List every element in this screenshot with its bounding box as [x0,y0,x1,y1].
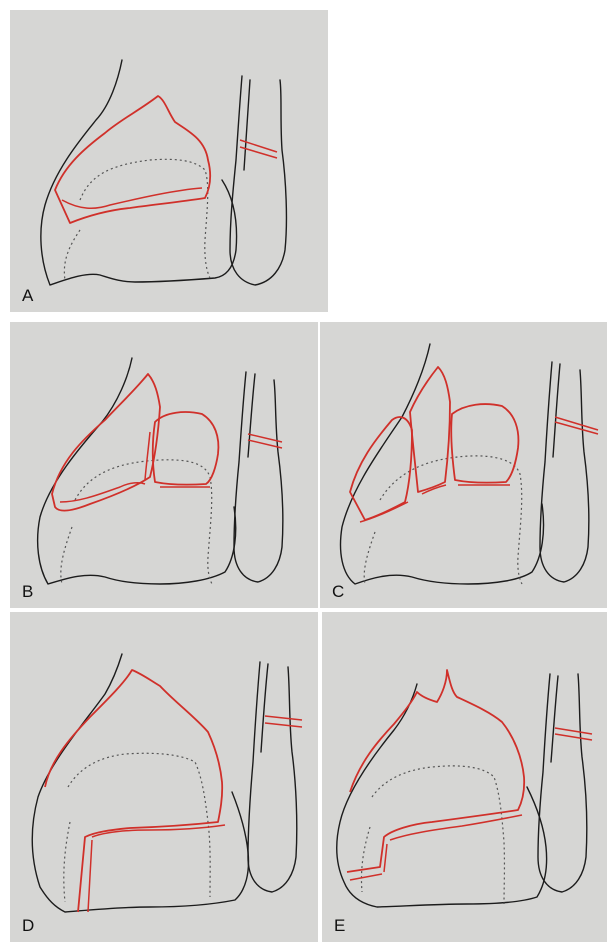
tibia-outline [341,344,544,584]
panel-c: C [320,322,607,608]
panel-a-label: A [22,286,33,306]
dotted-articular-line [80,159,210,278]
fibula-inner-line [248,374,255,457]
fibula-inner-line [551,676,558,762]
panel-c-drawing [320,322,607,608]
dotted-medial-line [64,230,80,280]
fibula-outline [234,372,283,582]
panel-b-label: B [22,582,33,602]
fracture-line-inner [88,825,225,912]
fibula-outline [248,662,297,892]
dotted-medial-line [361,827,370,892]
anterior-fragment-outline [52,374,160,511]
panel-d: D [10,612,318,942]
posterior-fragment-outline [451,404,518,483]
panel-a: A [10,10,328,312]
fibula-outline [230,76,286,285]
dotted-articular-line [372,766,504,904]
tibia-outline [41,60,237,285]
panel-e-label: E [334,916,345,936]
tibia-outline [38,358,236,584]
fibula-outline [540,362,589,582]
panel-c-label: C [332,582,344,602]
fracture-line-inner [62,188,202,208]
panel-a-drawing [10,10,328,312]
panel-d-label: D [22,916,34,936]
fibula-fracture-line [555,417,598,434]
fibula-inner-line [244,80,250,170]
tibia-outline [337,684,547,907]
panel-d-drawing [10,612,318,942]
fibula-inner-line [553,364,560,457]
panel-e-drawing [322,612,607,942]
dotted-medial-line [64,822,70,902]
tibia-outline [32,654,248,912]
fragment-inner-lines [360,485,510,522]
fibula-inner-line [261,664,268,752]
dotted-medial-line [61,527,72,584]
panel-e: E [322,612,607,942]
dotted-articular-line [75,460,212,584]
panel-b: B [10,322,318,608]
fibula-fracture-line [265,716,302,727]
fragment-outline [55,96,210,223]
panel-b-drawing [10,322,318,608]
fibula-fracture-line [555,728,592,740]
dotted-articular-line [380,456,522,584]
fibula-outline [538,674,587,892]
fragment-outline [347,670,524,872]
fragment-outline [45,670,222,912]
dotted-medial-line [364,532,375,584]
fracture-line-inner [350,815,522,880]
